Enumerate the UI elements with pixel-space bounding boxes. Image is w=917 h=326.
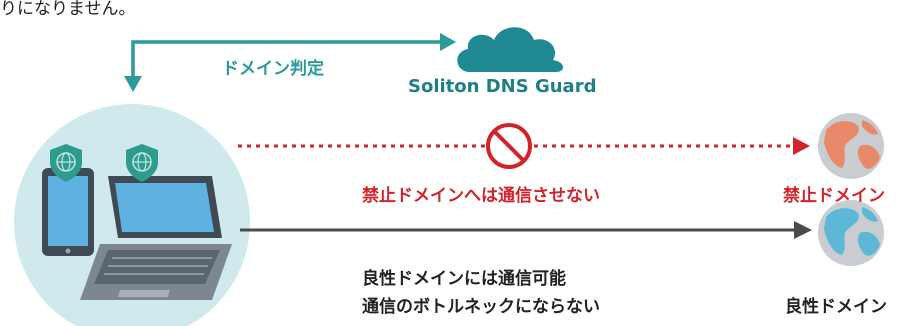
allowed-description-line2: 通信のボトルネックにならない [362, 297, 600, 317]
cloud-icon [457, 27, 564, 72]
good-domain-label: 良性ドメイン [785, 297, 887, 317]
blocked-domain-label: 禁止ドメイン [783, 186, 885, 206]
blocked-description: 禁止ドメインへは通信させない [362, 186, 600, 206]
shield-icon [126, 144, 158, 182]
tablet-icon [42, 168, 94, 256]
domain-check-arrow [124, 33, 456, 92]
blocked-arrow [238, 137, 810, 155]
allowed-description-line1: 良性ドメインには通信可能 [362, 269, 566, 289]
laptop-icon [80, 176, 232, 300]
good-globe-icon [818, 200, 884, 266]
service-name-label: Soliton DNS Guard [408, 76, 597, 97]
prohibited-icon [486, 123, 532, 169]
top-text-fragment: りになりません。 [0, 0, 136, 19]
shield-icon [50, 144, 82, 182]
blocked-globe-icon [818, 113, 884, 179]
domain-check-label: ドメイン判定 [222, 59, 324, 79]
allowed-arrow [240, 221, 812, 239]
